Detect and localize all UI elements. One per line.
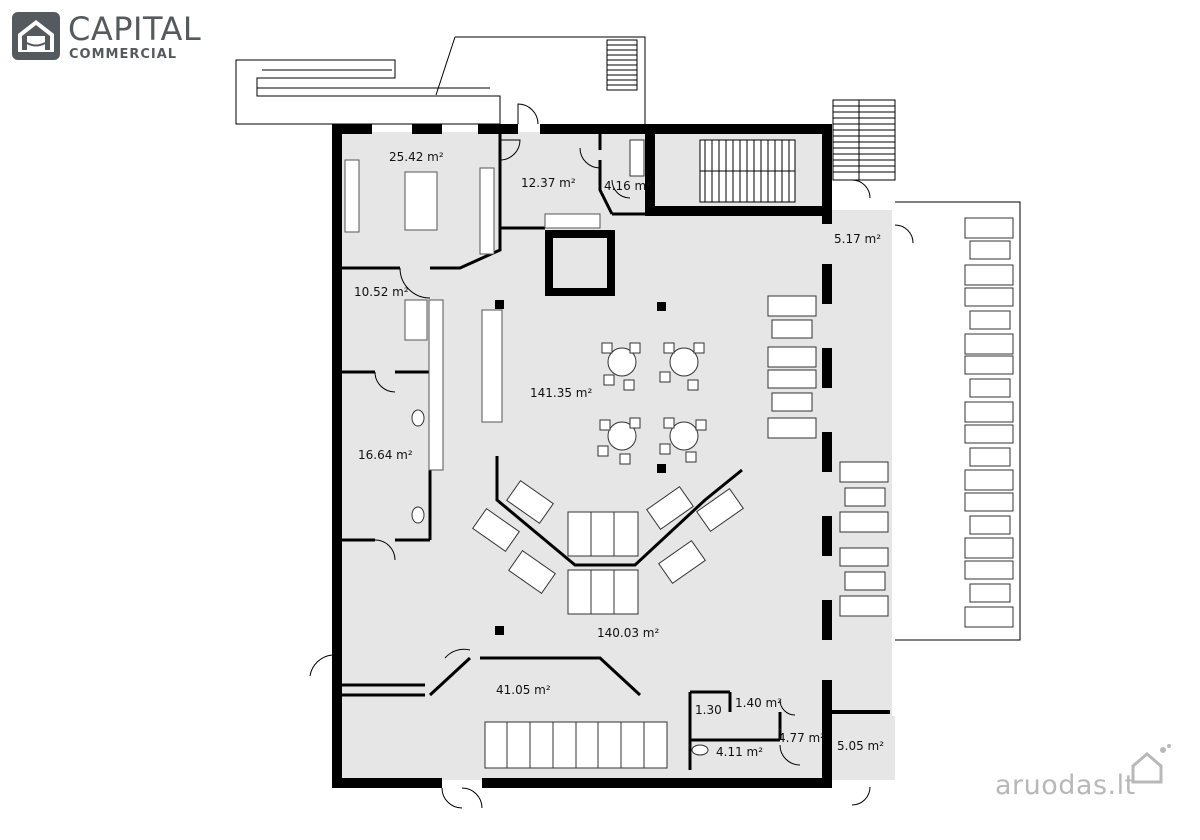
brand-logo: CAPITAL COMMERCIAL <box>12 10 222 62</box>
room-label-office: 12.37 m² <box>521 176 576 190</box>
room-label-restroom: 16.64 m² <box>358 448 413 462</box>
doors <box>309 103 914 809</box>
exterior-structures <box>235 36 1021 641</box>
round-tables <box>607 347 699 451</box>
sofas <box>567 295 889 617</box>
room-label-hall-small: 4.77 m² <box>778 731 825 745</box>
room-label-wc: 4.11 m² <box>716 745 763 759</box>
room-label-corridor: 10.52 m² <box>354 285 409 299</box>
room-label-vestibule: 5.17 m² <box>834 232 881 246</box>
bar-counter <box>484 721 668 769</box>
logo-house-icon <box>12 12 60 60</box>
room-label-storage-small: 4.16 m² <box>604 179 651 193</box>
room-label-closet-b: 1.40 m² <box>735 696 782 710</box>
house-icon <box>1131 744 1171 784</box>
room-label-entrance: 5.05 m² <box>837 739 884 753</box>
interior-stairs <box>699 139 796 203</box>
brand-tagline: COMMERCIAL <box>69 47 178 62</box>
watermark-text: aruodas.lt <box>995 770 1136 801</box>
brand-name: CAPITAL <box>68 10 202 48</box>
room-label-bar-area: 41.05 m² <box>496 683 551 697</box>
room-label-kitchen: 25.42 m² <box>389 150 444 164</box>
terrace-loungers <box>964 217 1014 628</box>
room-label-closet-a: 1.30 <box>695 703 722 717</box>
room-labels: 25.42 m² 12.37 m² 4.16 m² 5.17 m² 10.52 … <box>354 150 884 759</box>
walls <box>332 124 890 788</box>
room-label-dining-hall: 141.35 m² <box>530 386 592 400</box>
kitchen-equipment <box>344 159 601 471</box>
floor-area <box>340 132 895 780</box>
fixtures <box>411 139 709 756</box>
chairs <box>597 342 707 465</box>
square-tables <box>472 480 744 594</box>
room-label-main-hall: 140.03 m² <box>597 626 659 640</box>
watermark: aruodas.lt <box>995 742 1175 802</box>
interior-walls <box>342 134 782 770</box>
